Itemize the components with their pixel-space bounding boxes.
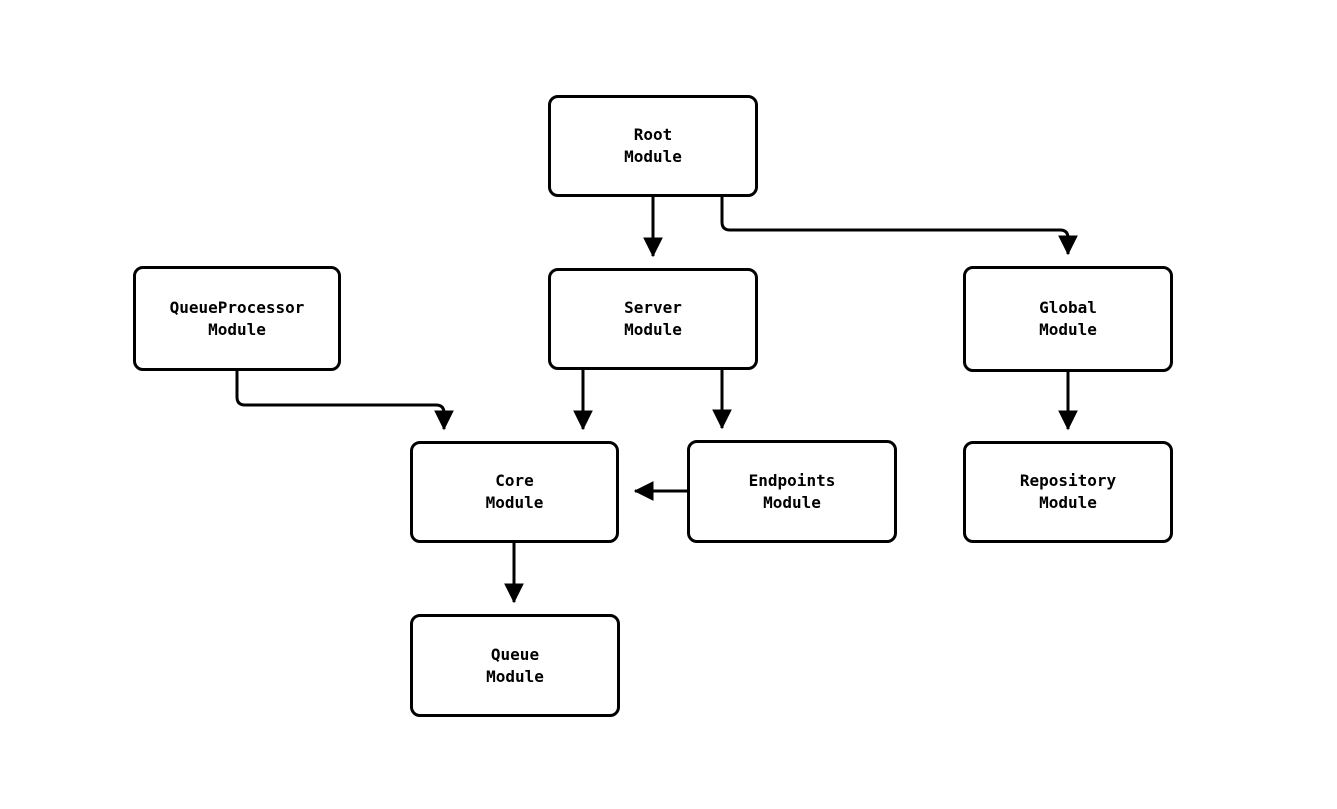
node-endpoints-module[interactable]: Endpoints Module [687, 440, 897, 543]
node-core-module-label: Core Module [485, 471, 544, 512]
node-queue-module-label: Queue Module [486, 644, 544, 686]
node-global-module-label: Global Module [1039, 298, 1097, 339]
node-repository-module[interactable]: Repository Module [963, 441, 1173, 543]
node-global-module[interactable]: Global Module [963, 266, 1173, 372]
node-server-module[interactable]: Server Module [548, 268, 758, 370]
node-core-module[interactable]: Core Module [410, 441, 619, 543]
node-server-module-label: Server Module [624, 298, 682, 339]
node-repository-module-label: Repository Module [1019, 471, 1117, 512]
node-queue-module[interactable]: Queue Module [410, 614, 620, 717]
node-endpoints-module-label: Endpoints Module [748, 470, 836, 512]
node-queueprocessor-module[interactable]: QueueProcessor Module [133, 266, 341, 371]
node-queueprocessor-module-label: QueueProcessor Module [169, 297, 305, 339]
node-root-module-label: Root Module [624, 125, 682, 166]
edge-queueprocessor-to-core [235, 371, 454, 431]
node-root-module[interactable]: Root Module [548, 95, 758, 197]
edge-root-to-global [720, 197, 1078, 256]
